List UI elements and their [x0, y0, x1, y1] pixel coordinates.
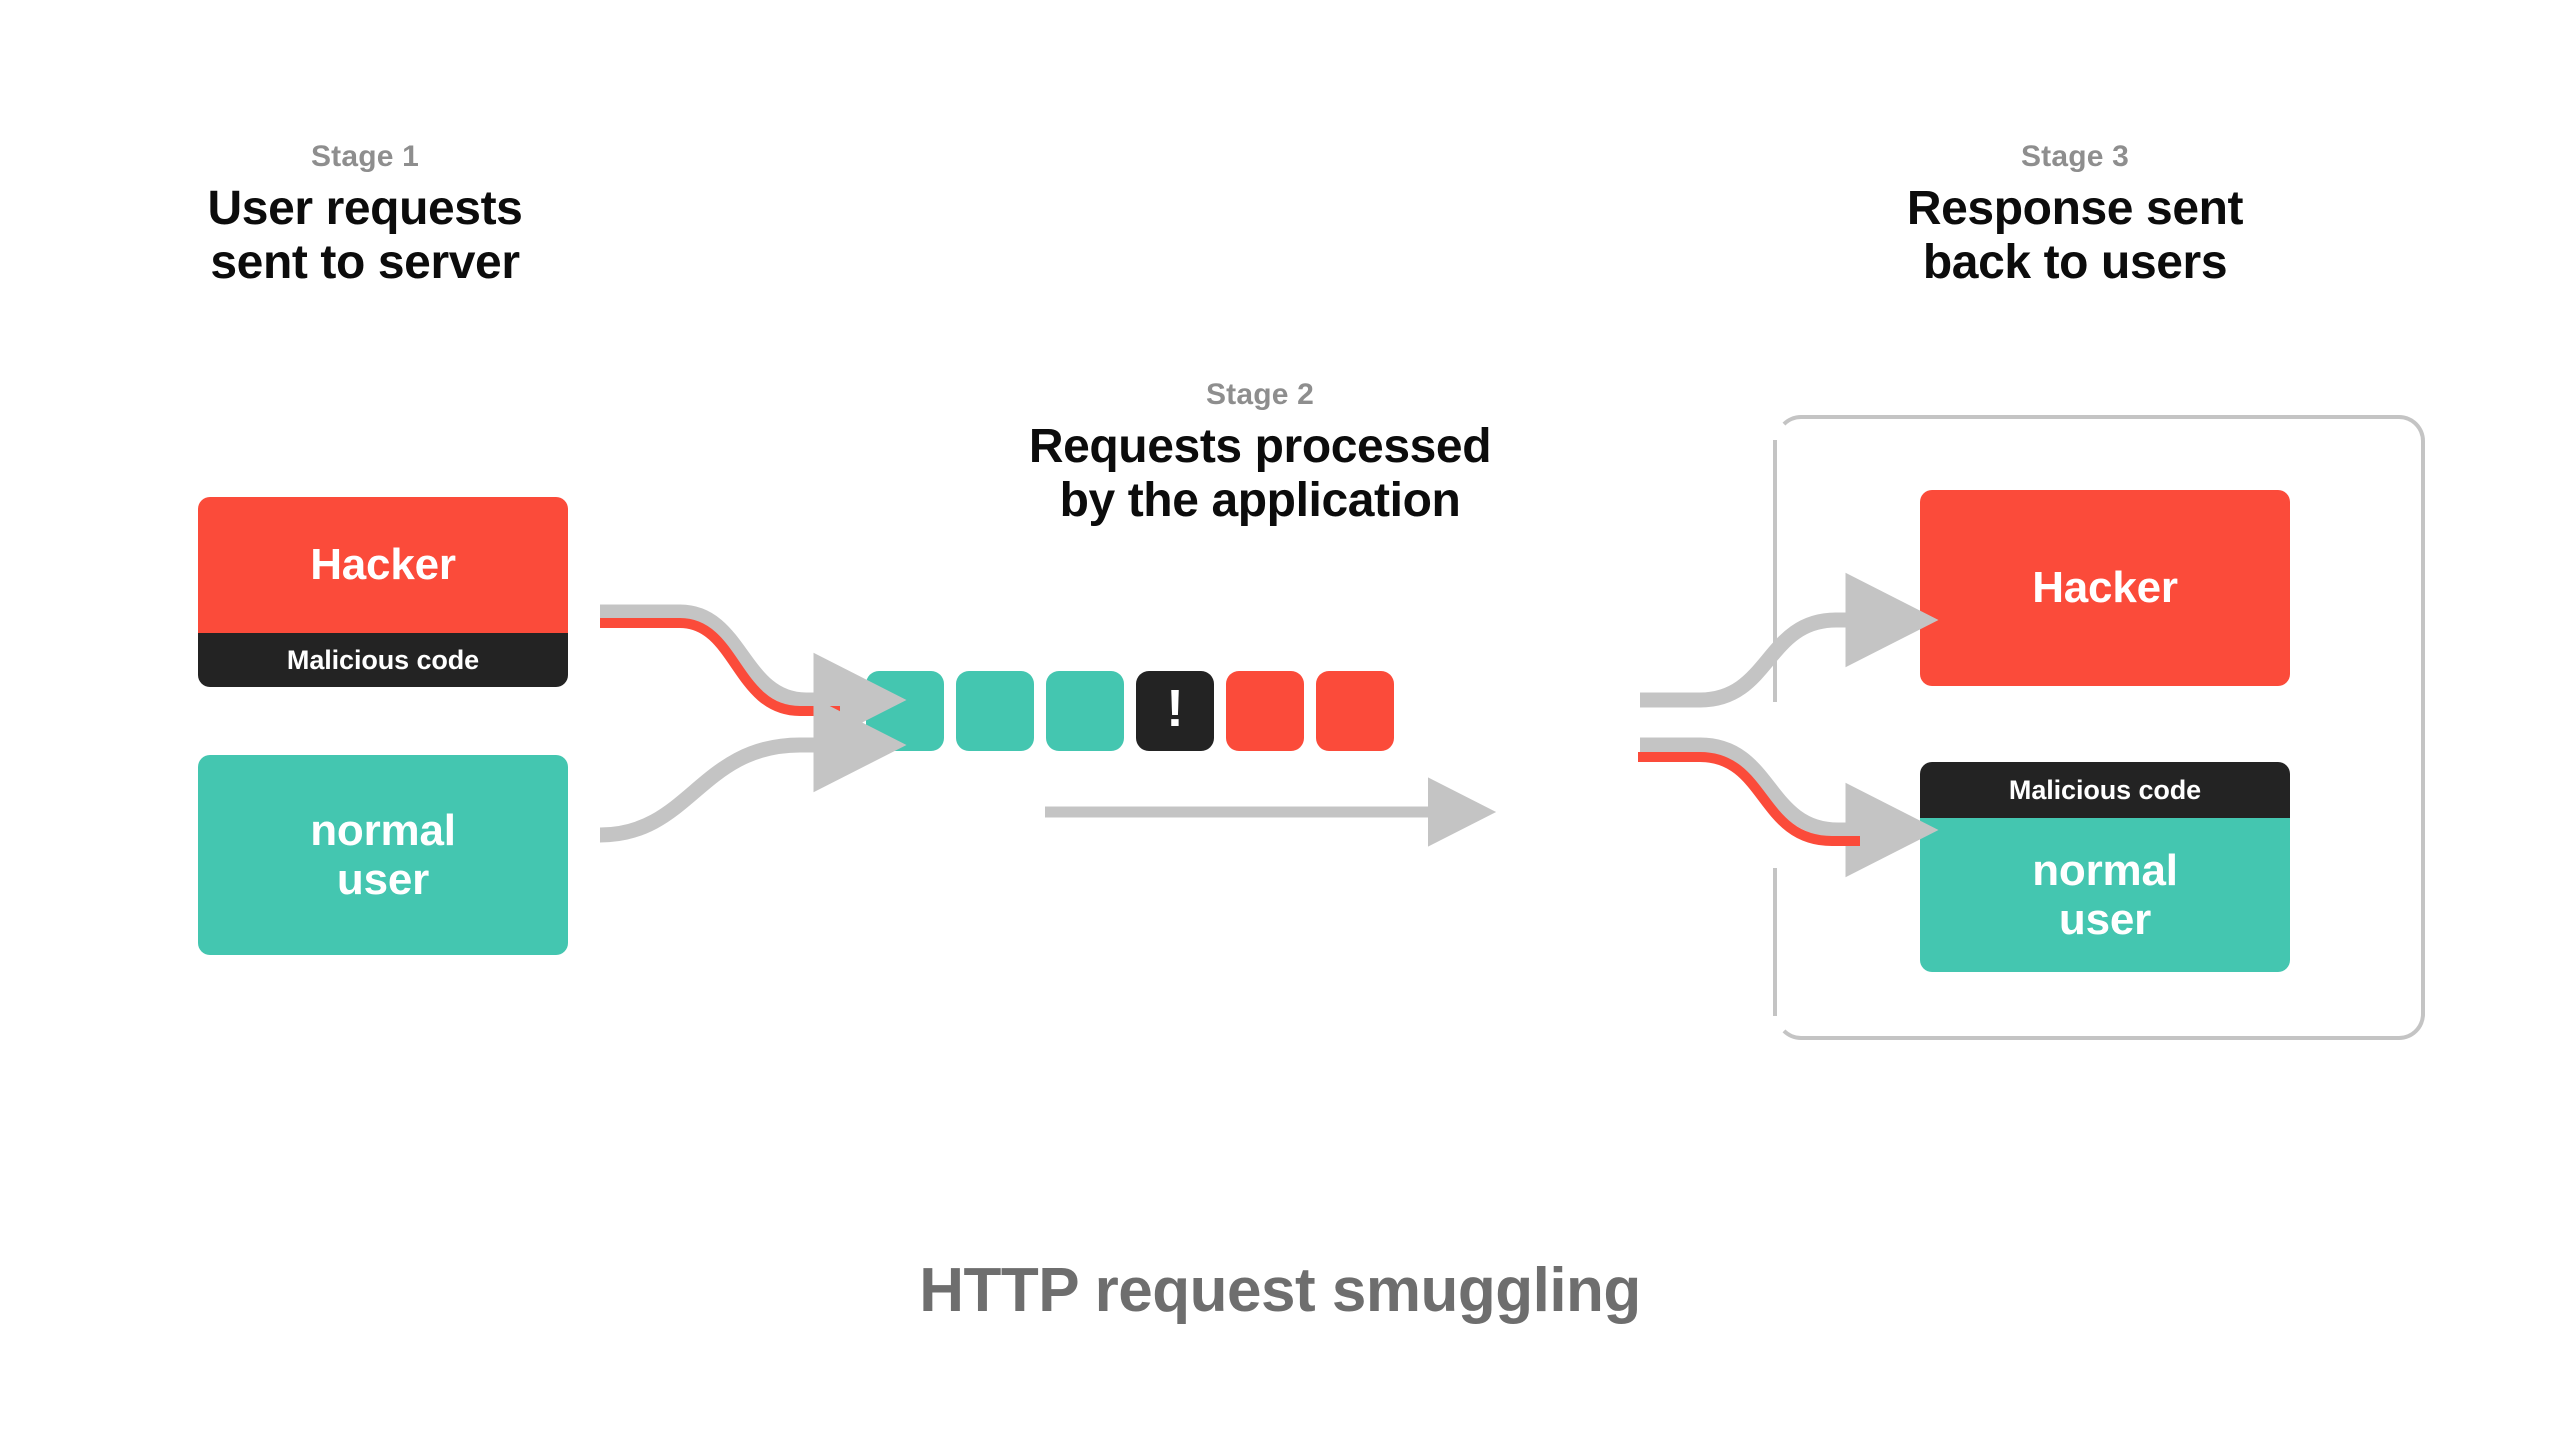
- stage3-hacker-card: Hacker: [1920, 490, 2290, 686]
- stage-3-heading: Stage 3 Response sent back to users: [1830, 140, 2320, 290]
- stage-2-title: Requests processed by the application: [1028, 420, 1492, 527]
- stage1-hacker-card: Hacker Malicious code: [198, 497, 568, 687]
- stage3-normal-user-malicious-strip: Malicious code: [1920, 762, 2290, 818]
- request-block-5-red: [1226, 671, 1304, 751]
- stage3-normal-user-label: normal user: [1920, 818, 2290, 972]
- response-frame-left-edge-upper: [1773, 440, 1777, 702]
- request-block-3-teal: [1046, 671, 1124, 751]
- stage-2-heading: Stage 2 Requests processed by the applic…: [950, 378, 1570, 528]
- stage-2-kicker: Stage 2: [1205, 378, 1315, 411]
- connector-inbound-normal-user: [599, 697, 907, 843]
- response-frame: [1775, 415, 2425, 1040]
- stage1-hacker-label: Hacker: [198, 497, 568, 633]
- stage3-normal-user-card: Malicious code normal user: [1920, 762, 2290, 972]
- stage-1-kicker: Stage 1: [310, 140, 420, 173]
- stage-3-kicker: Stage 3: [2020, 140, 2130, 173]
- response-frame-left-edge-lower: [1773, 868, 1777, 1016]
- request-block-6-red: [1316, 671, 1394, 751]
- malicious-request-warning-icon: !: [1166, 680, 1184, 738]
- stage-1-title: User requests sent to server: [207, 182, 523, 289]
- stage-1-heading: Stage 1 User requests sent to server: [120, 140, 610, 290]
- connector-inbound-hacker-gray: [600, 604, 907, 748]
- request-block-2-teal: [956, 671, 1034, 751]
- request-block-1-teal: [866, 671, 944, 751]
- stage3-hacker-label: Hacker: [1920, 490, 2290, 686]
- diagram-title: HTTP request smuggling: [919, 1256, 1641, 1325]
- stage1-normal-user-card: normal user: [198, 755, 568, 955]
- connector-inbound-hacker-payload: [600, 618, 840, 716]
- stage-3-title: Response sent back to users: [1906, 182, 2244, 289]
- stage1-hacker-malicious-strip: Malicious code: [198, 633, 568, 687]
- request-block-4-dark: !: [1136, 671, 1214, 751]
- stage1-normal-user-label: normal user: [198, 755, 568, 955]
